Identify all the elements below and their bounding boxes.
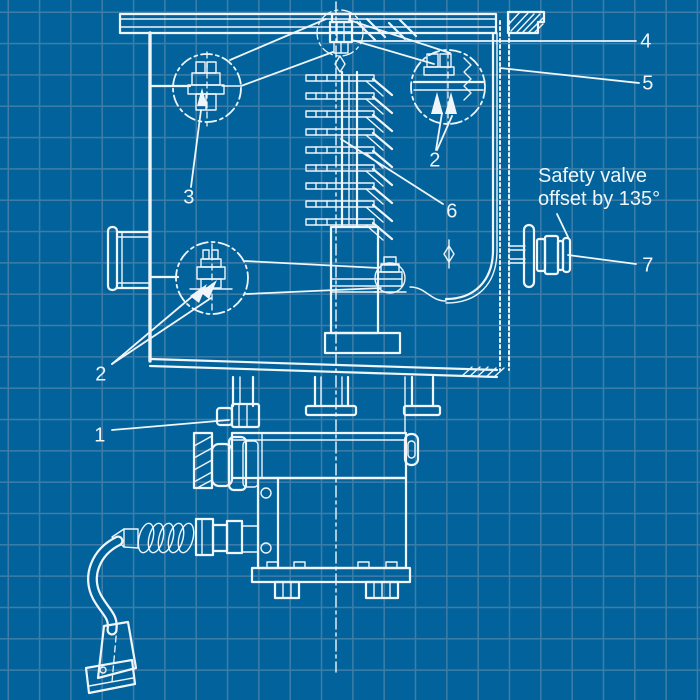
power-cable (84, 535, 138, 695)
left-flange-port (106, 225, 152, 292)
gear-housing (192, 431, 408, 492)
annotation-line-1: Safety valve (538, 165, 647, 187)
safety-valve (509, 223, 572, 289)
support-column (323, 225, 407, 355)
detail-circle-mid-left (150, 241, 249, 315)
detail-circle-top-left (150, 51, 242, 127)
safety-valve-annotation: Safety valve offset by 135° (538, 165, 660, 210)
callout-1: 1 (94, 424, 106, 447)
callout-3: 3 (183, 186, 195, 209)
diamond-marker (443, 239, 455, 269)
leader-lines (111, 18, 640, 431)
wall-mount-hatched (506, 10, 546, 35)
callout-4: 4 (640, 30, 652, 53)
callout-7: 7 (642, 254, 654, 277)
gland-bolt (316, 9, 418, 73)
bottom-bolt (374, 256, 406, 294)
callout-6: 6 (446, 200, 458, 223)
lower-frame (215, 375, 442, 434)
detail-circle-top-right (410, 49, 486, 125)
callout-5: 5 (642, 72, 654, 95)
cable-gland (111, 517, 259, 557)
callout-2-bottom: 2 (95, 363, 107, 386)
motor-body (250, 432, 420, 600)
vessel-walls (148, 20, 510, 379)
vessel-lid (118, 12, 498, 35)
fin-stack (304, 70, 394, 242)
callout-2-top: 2 (429, 149, 441, 172)
annotation-line-2: offset by 135° (538, 187, 661, 210)
